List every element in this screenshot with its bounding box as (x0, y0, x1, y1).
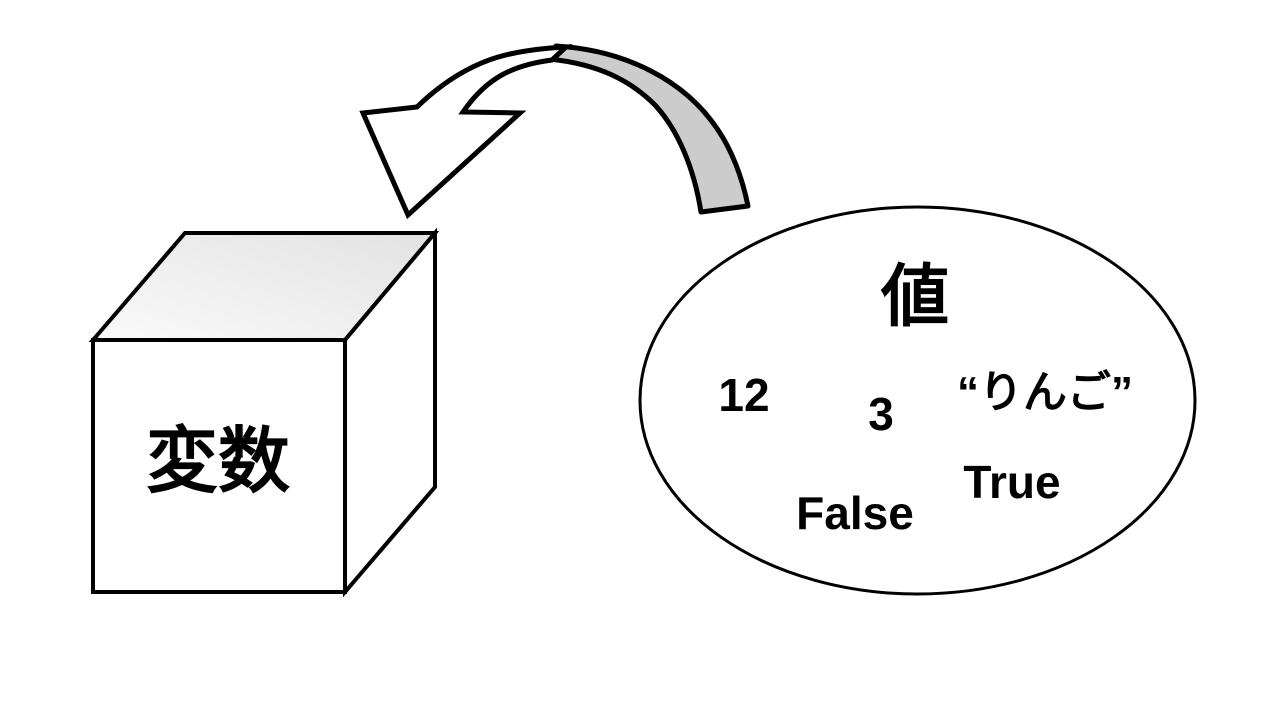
values-ellipse-title: 値 (880, 259, 950, 335)
variable-box-label: 変数 (145, 422, 291, 502)
variable-box-front-face (91, 338, 347, 594)
value-item-12: 12 (718, 369, 770, 421)
curved-arrow-head-icon (359, 44, 573, 220)
value-item-ringo-string: “りんご” (957, 368, 1133, 417)
curved-arrow-tail-icon (546, 43, 751, 215)
value-item-true: True (963, 456, 1061, 508)
value-item-3: 3 (868, 388, 894, 440)
values-ellipse (638, 205, 1197, 596)
value-item-false: False (796, 487, 914, 539)
